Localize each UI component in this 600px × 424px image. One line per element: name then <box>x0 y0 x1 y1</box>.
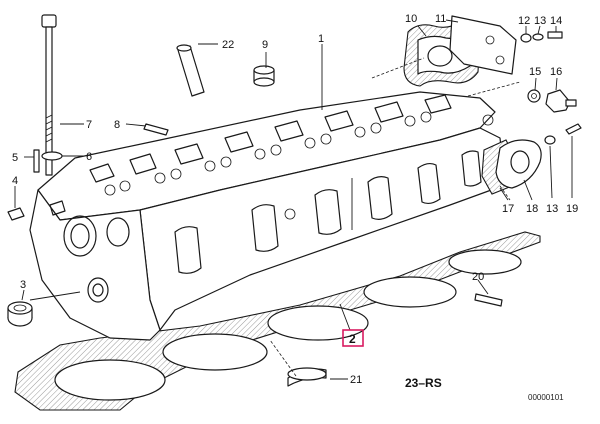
dowel-pin[interactable] <box>7 207 25 221</box>
callout-6[interactable]: 6 <box>86 151 92 163</box>
image-number: 00000101 <box>528 393 564 402</box>
callout-12[interactable]: 12 <box>518 15 530 27</box>
callout-20[interactable]: 20 <box>472 271 484 283</box>
callout-21[interactable]: 21 <box>350 374 362 386</box>
callout-22[interactable]: 22 <box>222 39 234 51</box>
water-housing[interactable] <box>403 15 517 87</box>
diagram-code: 23–RS <box>405 376 442 390</box>
callout-10[interactable]: 10 <box>405 13 417 25</box>
callout-14[interactable]: 14 <box>550 15 562 27</box>
stud-20[interactable] <box>474 293 503 307</box>
callout-3[interactable]: 3 <box>20 279 26 291</box>
temp-sensor[interactable] <box>527 89 577 113</box>
cylinder-head[interactable] <box>29 91 506 341</box>
callout-19[interactable]: 19 <box>566 203 578 215</box>
callout-2[interactable]: 2 <box>349 332 356 346</box>
stud-8[interactable] <box>143 123 169 136</box>
callout-16[interactable]: 16 <box>550 66 562 78</box>
coolant-outlet[interactable] <box>481 123 582 195</box>
head-gasket[interactable] <box>14 231 541 411</box>
head-bolt[interactable] <box>41 14 57 176</box>
guide-sleeve[interactable] <box>176 44 205 97</box>
callout-7[interactable]: 7 <box>86 119 92 131</box>
callout-11[interactable]: 11 <box>435 13 446 25</box>
callout-18[interactable]: 18 <box>526 203 538 215</box>
callout-13-top[interactable]: 13 <box>534 15 546 27</box>
callout-15[interactable]: 15 <box>529 66 541 78</box>
callout-4[interactable]: 4 <box>12 175 18 187</box>
sealing-cap[interactable] <box>253 65 275 87</box>
callout-2-highlight[interactable]: 2 <box>342 329 364 347</box>
leader-lines <box>14 19 573 380</box>
callout-1[interactable]: 1 <box>318 33 324 45</box>
seal-ring[interactable] <box>287 367 327 387</box>
stud-5[interactable] <box>33 149 40 173</box>
callout-5[interactable]: 5 <box>12 152 18 164</box>
cover-fasteners[interactable] <box>520 31 563 43</box>
callout-9[interactable]: 9 <box>262 39 268 51</box>
highlight-box <box>342 329 364 347</box>
callout-17[interactable]: 17 <box>502 203 514 215</box>
callout-labels: 7 6 5 4 3 8 22 9 1 10 11 12 13 14 15 16 … <box>12 13 578 402</box>
callout-8[interactable]: 8 <box>114 119 120 131</box>
callout-13-right[interactable]: 13 <box>546 203 558 215</box>
bolt-washer[interactable] <box>41 151 63 161</box>
threaded-plug[interactable] <box>7 301 33 327</box>
